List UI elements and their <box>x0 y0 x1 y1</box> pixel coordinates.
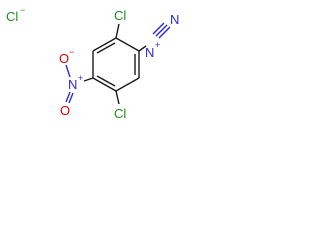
nitro-o-bottom-label: O <box>60 103 70 118</box>
diazonium-n2-label: N <box>170 12 179 27</box>
substituent-bonds <box>65 22 171 105</box>
chlorine-bottom-label: Cl <box>114 106 126 121</box>
ring-double-bond-c5-c6 <box>96 42 116 54</box>
diazonium-n1-charge: + <box>155 40 160 50</box>
nitro-n-charge: + <box>78 73 83 83</box>
atom-labels: Cl Cl N + N N + O − O <box>59 8 179 121</box>
diazonium-triple-bond-3 <box>158 26 171 39</box>
bond-c1-n-diazonium <box>138 45 147 52</box>
nitro-n-label: N <box>68 77 77 92</box>
ring-bond-c6-c1 <box>115 37 140 52</box>
bond-c4-n-nitro <box>83 77 94 82</box>
diazonium-triple-bond-1 <box>155 24 168 37</box>
bond-nitro-n-o-bottom-1 <box>65 91 71 103</box>
bond-c6-cl-top <box>115 23 120 39</box>
ring-bond-c2-c3 <box>115 77 140 92</box>
bond-c2-cl-bottom <box>115 90 120 105</box>
chloride-counter-ion: Cl − <box>6 5 25 24</box>
diazonium-n1-label: N <box>145 45 154 60</box>
ring-bond-c5-c6 <box>92 37 117 52</box>
benzene-ring <box>92 37 140 92</box>
ring-double-bond-c3-c4 <box>96 75 116 87</box>
bond-nitro-n-o-bottom-2 <box>68 92 74 104</box>
bond-nitro-n-o-top <box>65 64 71 78</box>
nitro-o-top-label: O <box>59 51 69 66</box>
chlorine-top-label: Cl <box>114 8 126 23</box>
chemical-structure-diagram: Cl − Cl <box>6 5 179 121</box>
ring-bond-c3-c4 <box>92 77 117 92</box>
nitro-o-top-charge: − <box>69 47 74 57</box>
chloride-charge: − <box>20 5 25 15</box>
diazonium-triple-bond-2 <box>152 22 165 35</box>
chloride-symbol: Cl <box>6 9 18 24</box>
